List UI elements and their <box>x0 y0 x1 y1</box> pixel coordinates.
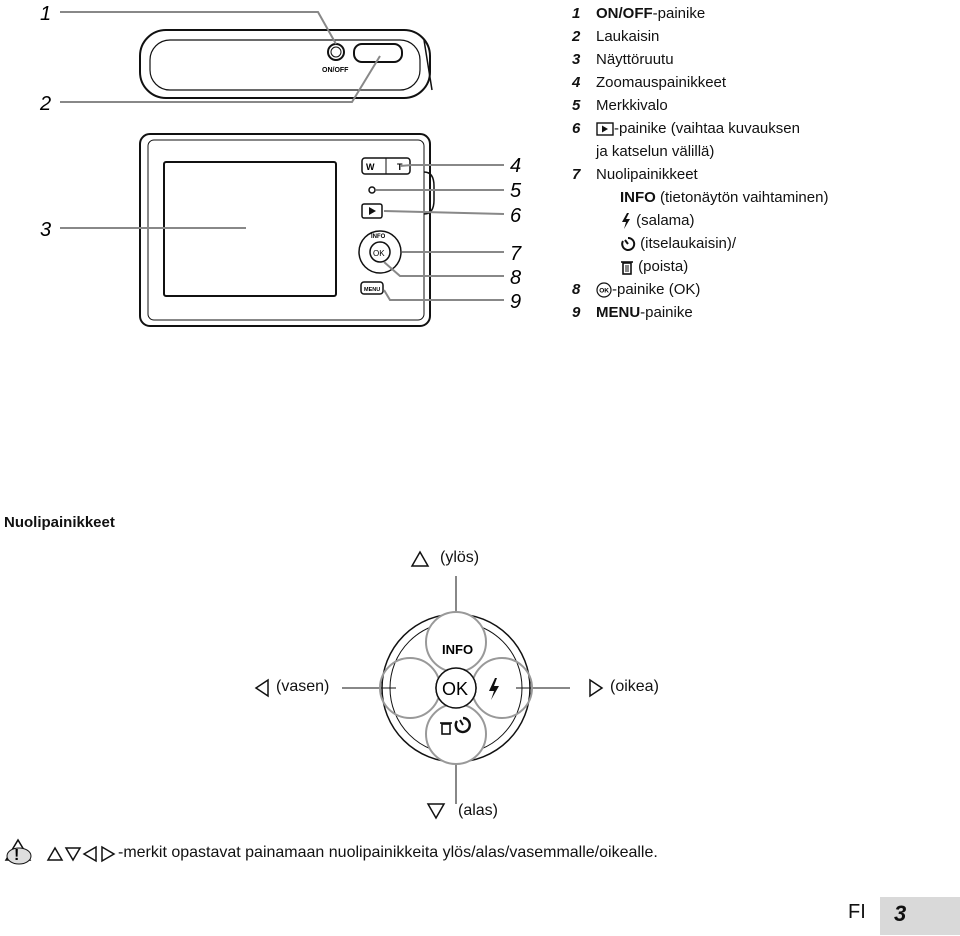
right-triangle-icon <box>589 678 604 698</box>
legend-sub-self: (itselaukaisin)/ <box>572 232 828 255</box>
leader-lines <box>60 11 505 301</box>
section-title: Nuolipainikkeet <box>4 514 115 531</box>
up-triangle-icon <box>46 846 64 861</box>
self-timer-icon <box>454 716 471 734</box>
svg-text:!: ! <box>14 847 19 864</box>
legend-sub-flash: (salama) <box>572 209 828 232</box>
pad-down-button <box>425 703 487 765</box>
page-number-box <box>880 897 960 935</box>
camera-diagram: ON/OFF W T INFO OK MENU 1 2 3 <box>39 3 522 327</box>
svg-text:OK: OK <box>599 288 609 295</box>
note-icons: ! <box>4 838 116 865</box>
camera-top-view <box>139 29 433 99</box>
play-icon <box>596 122 614 136</box>
ok-circle-icon: OK <box>596 282 612 298</box>
trash-icon <box>440 722 452 735</box>
pad-info-text: INFO <box>442 642 473 657</box>
arrow-pad-diagram: INFO OK <box>254 550 604 820</box>
page-number: 3 <box>894 901 907 926</box>
callout-6: 6 <box>510 205 522 227</box>
callout-5: 5 <box>510 180 522 202</box>
left-triangle-icon <box>254 678 269 698</box>
callout-9: 9 <box>510 291 521 313</box>
callout-4: 4 <box>510 155 521 177</box>
legend-item-6-cont: ja katselun välillä) <box>596 143 715 160</box>
label-up: (ylös) <box>440 549 480 566</box>
camera-back-view <box>139 133 435 327</box>
callout-7: 7 <box>510 243 522 265</box>
onoff-label: ON/OFF <box>322 67 349 74</box>
pad-ok-text: OK <box>442 679 468 699</box>
label-left: (vasen) <box>276 678 330 695</box>
right-triangle-icon <box>101 845 116 863</box>
note-text: -merkit opastavat painamaan nuolipainikk… <box>118 844 658 861</box>
callout-3: 3 <box>40 219 51 241</box>
flash-icon <box>489 678 499 700</box>
callout-2: 2 <box>39 93 51 115</box>
menu-label: MENU <box>364 287 380 293</box>
callout-1: 1 <box>40 3 51 25</box>
legend-sub-delete: (poista) <box>572 255 828 278</box>
up-triangle-icon <box>410 550 430 567</box>
legend-item-6: 6-painike (vaihtaa kuvauksen <box>572 120 800 137</box>
legend-sub-info: INFO (tietonäytön vaihtaminen) <box>620 189 829 206</box>
zoom-t-label: T <box>397 162 403 172</box>
zoom-w-label: W <box>366 162 375 172</box>
trash-icon <box>621 261 633 275</box>
self-timer-icon <box>621 237 636 251</box>
left-triangle-icon <box>82 845 97 863</box>
down-triangle-icon <box>426 803 446 820</box>
pad-ok-label: OK <box>373 249 385 258</box>
pad-info-label: INFO <box>371 234 386 240</box>
flash-icon <box>622 213 630 230</box>
language-code: FI <box>848 901 866 923</box>
down-triangle-icon <box>64 847 82 862</box>
callout-8: 8 <box>510 267 521 289</box>
page-footer: FI 3 <box>848 897 960 935</box>
label-down: (alas) <box>458 802 499 819</box>
caution-icon: ! <box>4 838 32 865</box>
label-right: (oikea) <box>610 678 659 695</box>
pad-ok-ring <box>435 667 477 709</box>
